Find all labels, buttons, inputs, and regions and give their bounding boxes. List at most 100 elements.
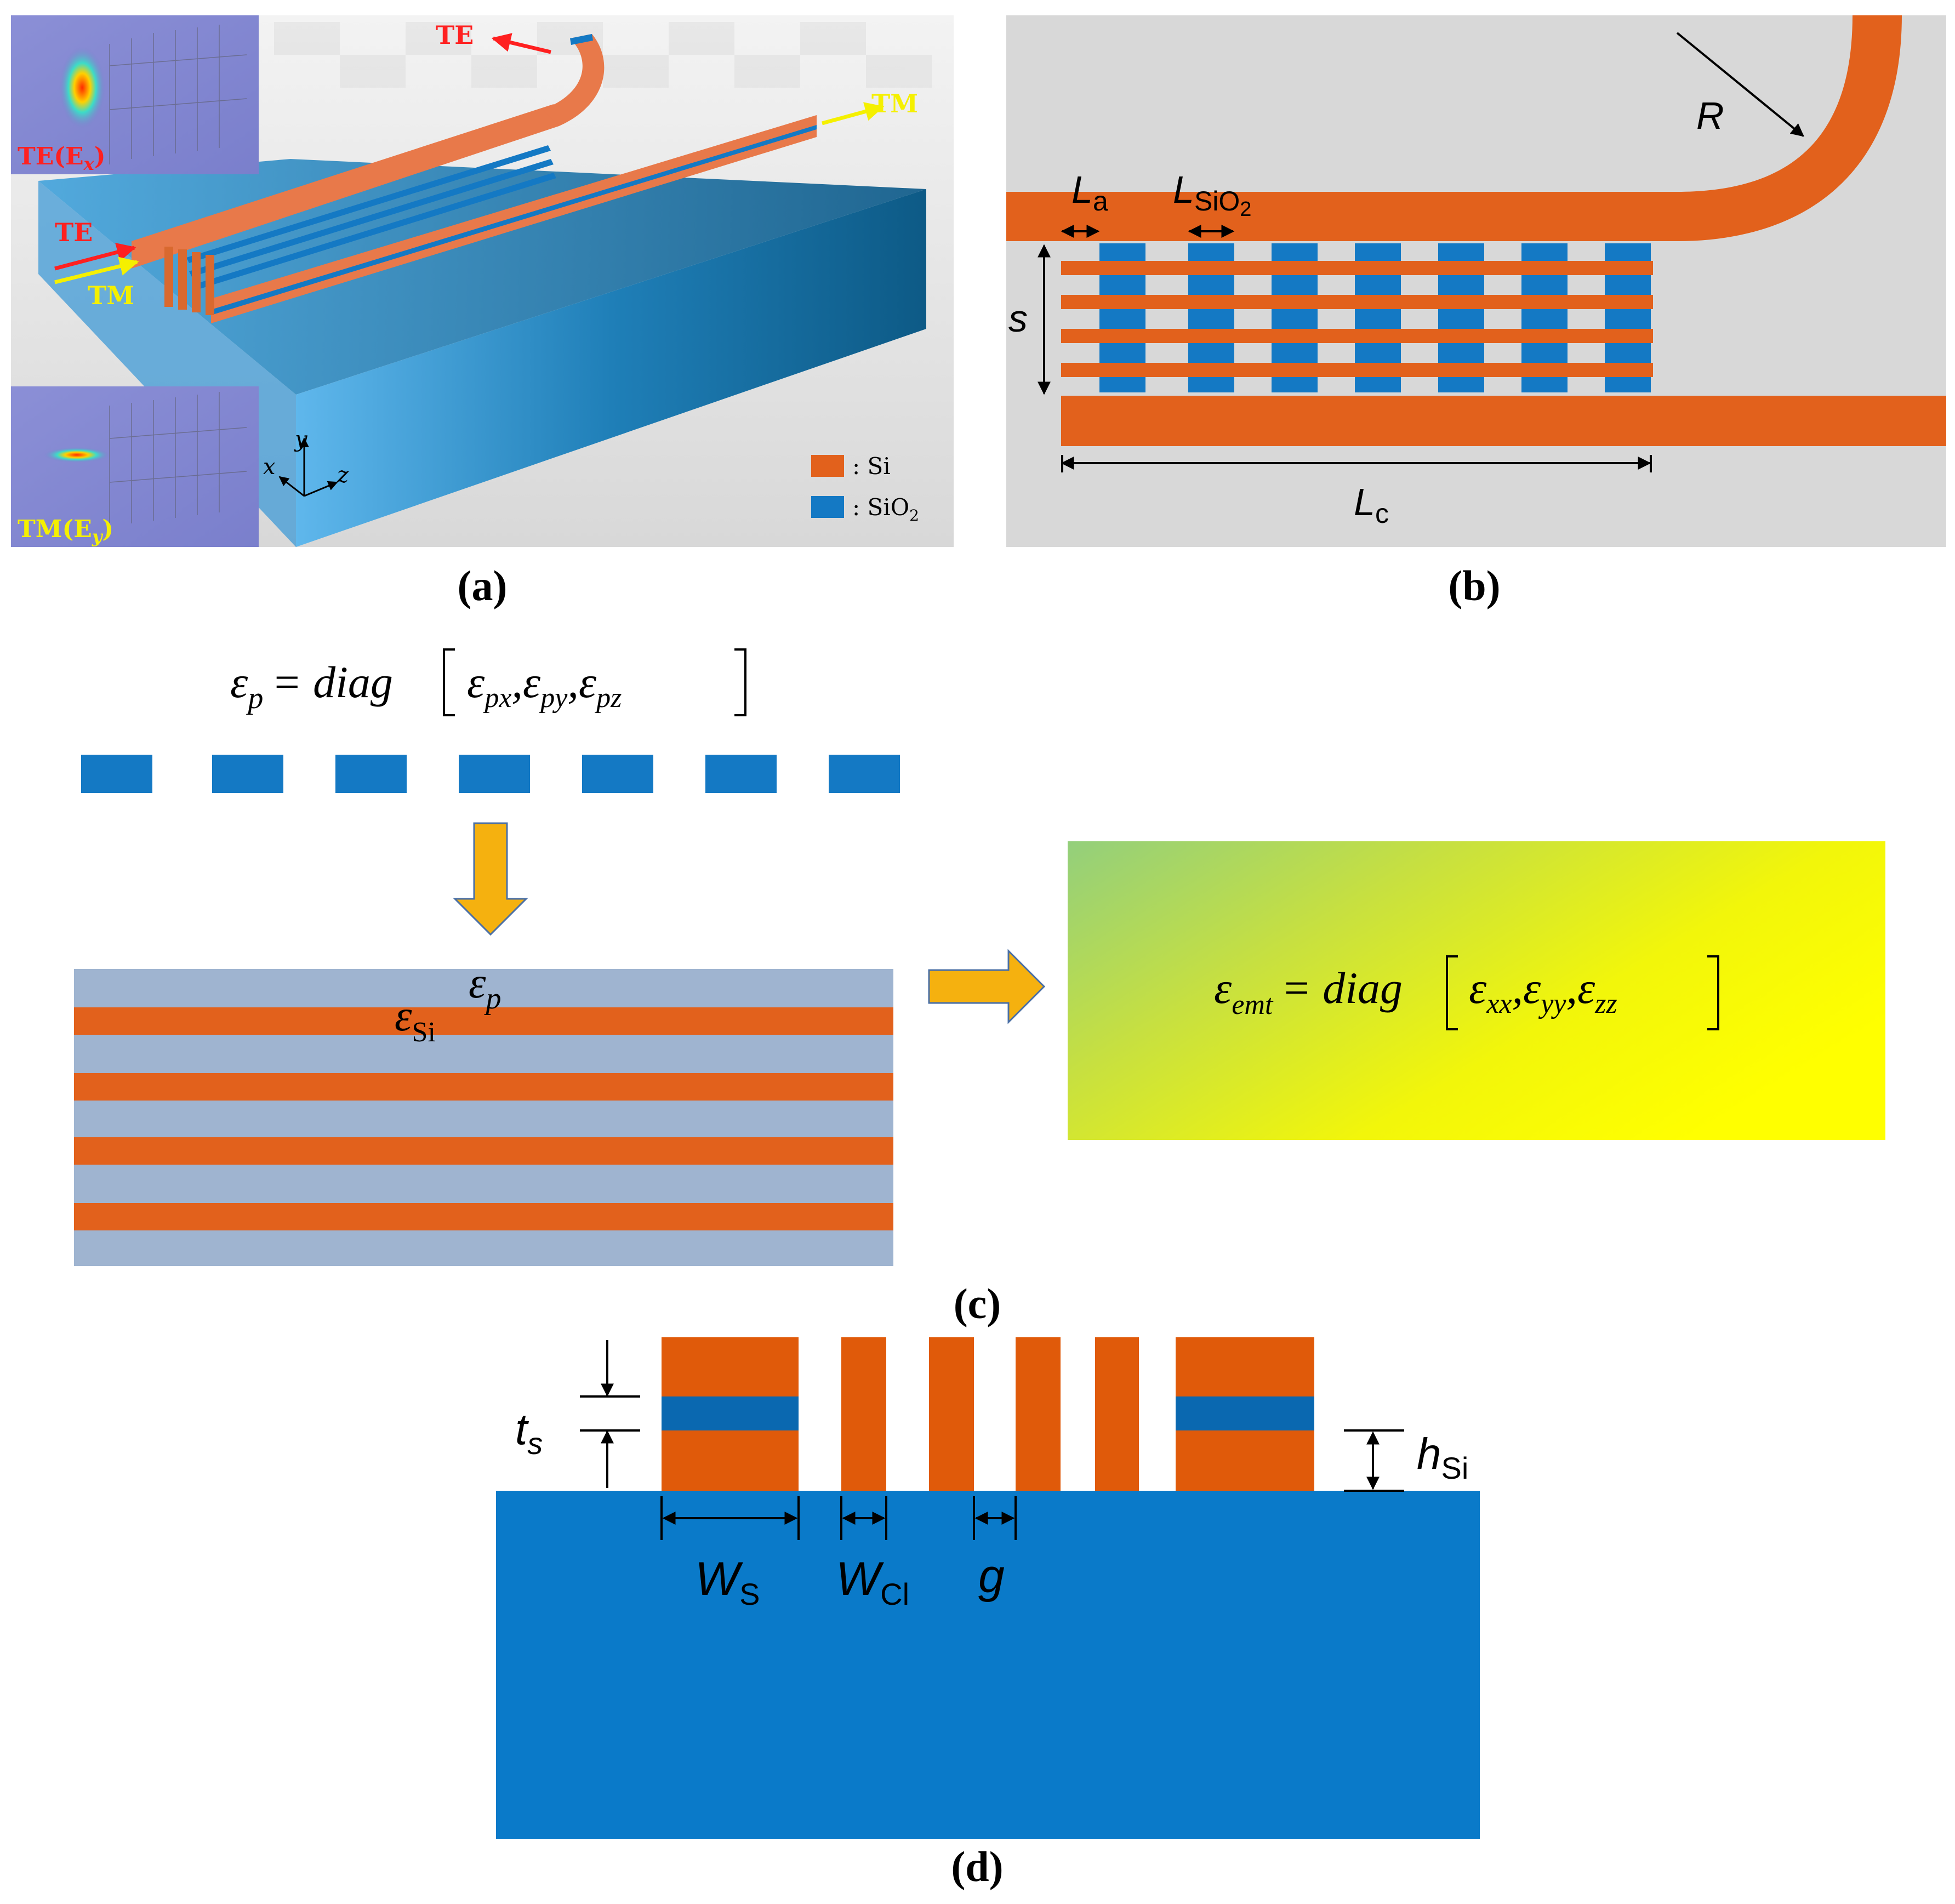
tm-input-arrow bbox=[54, 256, 139, 284]
svg-text:εSi: εSi bbox=[395, 992, 436, 1048]
svg-text:Lc: Lc bbox=[1354, 481, 1389, 529]
legend-sio2-swatch bbox=[811, 496, 844, 518]
emt-box bbox=[1068, 841, 1885, 1140]
eq-emt-term2: ε bbox=[1523, 963, 1541, 1013]
eq-p-lhs: ε bbox=[230, 657, 248, 707]
bottom-bus-waveguide bbox=[1061, 396, 1946, 446]
svg-text:: SiO2: : SiO2 bbox=[852, 494, 919, 525]
left-slot-layer bbox=[662, 1396, 799, 1430]
panel-d-label: (d) bbox=[951, 1843, 1003, 1890]
wcl-sub: Cl bbox=[880, 1577, 909, 1611]
eq-emt-rhs: = diag bbox=[1281, 963, 1403, 1013]
svg-text:WCl: WCl bbox=[836, 1553, 909, 1611]
svg-text:εp= diag: εp= diag bbox=[230, 657, 393, 715]
swg-bars bbox=[841, 1337, 1139, 1491]
svg-text:LSiO2: LSiO2 bbox=[1173, 168, 1251, 221]
tm-input-label: TM bbox=[88, 281, 134, 310]
sio2-dash-row bbox=[81, 755, 900, 793]
legend-si-label: : Si bbox=[852, 453, 891, 480]
panel-b-label: (b) bbox=[1448, 562, 1500, 609]
lc-label: L bbox=[1354, 481, 1375, 523]
swg-gratings bbox=[186, 145, 556, 290]
r-label: R bbox=[1696, 94, 1724, 137]
eq-emt-term3-sub: zz bbox=[1594, 988, 1617, 1019]
panel-c: εp= diag εpx,εpy,εpz εp εSi bbox=[74, 648, 1885, 1327]
hsi-label: h bbox=[1417, 1429, 1441, 1478]
eq-emt-lhs: ε bbox=[1214, 963, 1232, 1013]
floor-pattern bbox=[274, 22, 932, 88]
eq-p-term1-sub: px bbox=[482, 682, 511, 714]
ts-label: t bbox=[515, 1405, 529, 1453]
panel-c-label: (c) bbox=[954, 1280, 1001, 1327]
bend-section bbox=[543, 34, 605, 126]
eps-p-sub: p bbox=[484, 982, 501, 1016]
eq-emt-term2-sub: yy bbox=[1538, 988, 1566, 1019]
hsi-sub: Si bbox=[1441, 1451, 1469, 1485]
te-output-label: TE bbox=[436, 20, 474, 50]
axis-z-label: z bbox=[337, 463, 349, 488]
inset-tm-sub: y bbox=[92, 526, 104, 547]
eq-p-lhs-sub: p bbox=[246, 681, 263, 715]
eps-p-label: ε bbox=[469, 959, 486, 1007]
eq-p-term3-sub: pz bbox=[594, 682, 622, 714]
multilayer-stack bbox=[74, 969, 893, 1266]
svg-text:WS: WS bbox=[695, 1553, 760, 1611]
bent-waveguide bbox=[132, 104, 559, 269]
grating-si-overlay bbox=[1061, 261, 1653, 377]
axis-x-label: x bbox=[263, 454, 276, 480]
panel-a-label: (a) bbox=[458, 562, 508, 609]
ws-label: W bbox=[695, 1553, 743, 1605]
svg-text:εemt= diag: εemt= diag bbox=[1214, 963, 1403, 1021]
inset-tm-label: TM(E bbox=[18, 515, 92, 543]
g-label: g bbox=[978, 1550, 1005, 1603]
eq-p-term1: ε bbox=[467, 657, 485, 707]
ws-sub: S bbox=[739, 1577, 760, 1611]
eq-p-term2-sub: py bbox=[538, 682, 568, 714]
svg-text:εxx,εyy,εzz: εxx,εyy,εzz bbox=[1469, 963, 1617, 1019]
wcl-label: W bbox=[836, 1553, 884, 1605]
panel-d: ts hSi WS WCl g (d) bbox=[496, 1337, 1480, 1890]
ts-sub: s bbox=[527, 1426, 543, 1461]
inset-te-sub: x bbox=[83, 153, 95, 174]
eq-p-term3: ε bbox=[579, 657, 597, 707]
svg-text:TM(Ey): TM(Ey) bbox=[18, 515, 113, 547]
svg-text:εpx,εpy,εpz: εpx,εpy,εpz bbox=[467, 657, 622, 714]
right-arrow bbox=[928, 949, 1046, 1024]
eq-p-bracket-right bbox=[734, 648, 746, 716]
lc-sub: c bbox=[1375, 498, 1389, 529]
bend-stripe bbox=[570, 34, 593, 45]
svg-text:ts: ts bbox=[515, 1405, 543, 1461]
inset-tm-mode: TM(Ey) bbox=[11, 386, 259, 547]
lsio2-sub: SiO bbox=[1194, 186, 1240, 216]
eq-p-term2: ε bbox=[523, 657, 541, 707]
straight-waveguide-stripe bbox=[211, 125, 817, 315]
te-input-arrow bbox=[54, 243, 136, 271]
eq-emt-bracket-left bbox=[1446, 955, 1458, 1030]
axis-y-label: y bbox=[294, 427, 308, 452]
legend-sio2-label: : SiO bbox=[852, 494, 909, 521]
eq-emt-lhs-sub: emt bbox=[1232, 989, 1274, 1021]
inset-te-label: TE(E bbox=[18, 142, 84, 170]
panel-b: La LSiO2 s Lc R (b) bbox=[1006, 15, 1946, 609]
legend-si-swatch bbox=[811, 455, 844, 477]
inset-te-mode: TE(Ex) bbox=[11, 15, 259, 174]
lsio2-sub2: 2 bbox=[1240, 198, 1251, 221]
svg-text:hSi: hSi bbox=[1417, 1429, 1468, 1485]
substrate-front-face bbox=[296, 189, 926, 547]
svg-text:La: La bbox=[1071, 168, 1108, 216]
la-sub: a bbox=[1093, 186, 1108, 216]
svg-text:TE(Ex): TE(Ex) bbox=[18, 142, 106, 174]
tm-output-label: TM bbox=[871, 89, 918, 118]
eq-emt-term3: ε bbox=[1577, 963, 1595, 1013]
eps-si-sub: Si bbox=[412, 1017, 436, 1048]
svg-text:εp: εp bbox=[469, 959, 501, 1016]
eq-emt-bracket-right bbox=[1707, 955, 1719, 1030]
r-dimension-arrow bbox=[1676, 32, 1804, 137]
eq-emt-term1: ε bbox=[1469, 963, 1487, 1013]
substrate-box bbox=[496, 1491, 1480, 1839]
lsio2-label: L bbox=[1173, 168, 1194, 211]
legend-sio2-sub: 2 bbox=[909, 506, 919, 525]
eq-emt-term1-sub: xx bbox=[1486, 988, 1512, 1019]
right-slot-layer bbox=[1176, 1396, 1314, 1430]
